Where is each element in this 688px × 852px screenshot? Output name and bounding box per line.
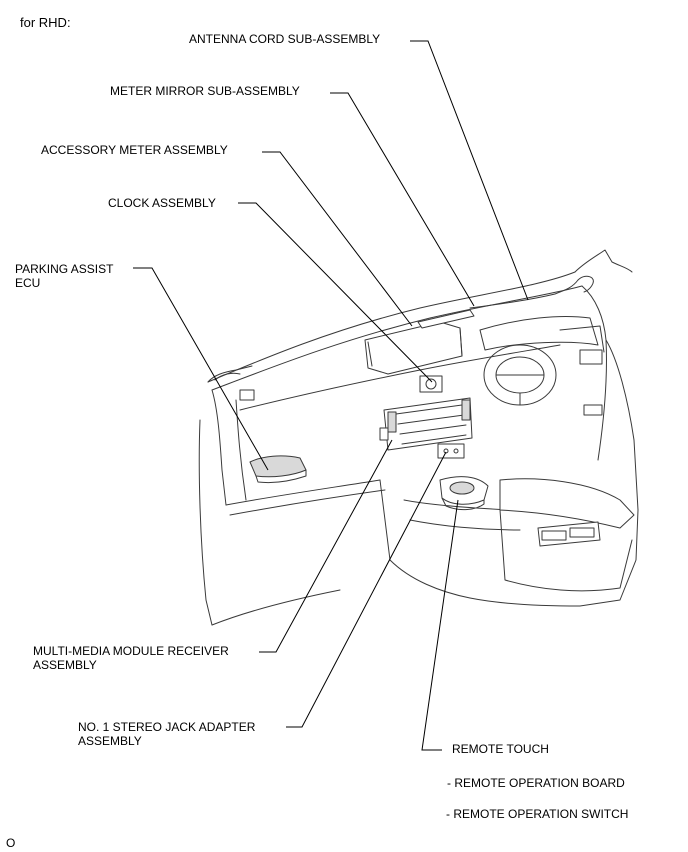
label-meter-mirror: METER MIRROR SUB-ASSEMBLY	[110, 84, 300, 98]
page-title: for RHD:	[20, 15, 71, 30]
label-stereo-jack-line2: ASSEMBLY	[78, 734, 142, 748]
footer-code: O	[6, 836, 16, 850]
label-stereo-jack-line1: NO. 1 STEREO JACK ADAPTER	[78, 720, 256, 734]
label-parking-assist: PARKING ASSIST ECU	[15, 262, 113, 290]
label-multimedia-line1: MULTI-MEDIA MODULE RECEIVER	[33, 644, 229, 658]
label-remote-touch: REMOTE TOUCH	[452, 742, 549, 756]
label-remote-switch: - REMOTE OPERATION SWITCH	[446, 807, 629, 821]
leader-clock	[238, 202, 433, 383]
label-parking-assist-line1: PARKING ASSIST	[15, 262, 114, 276]
leader-remote-touch	[421, 499, 459, 751]
leader-stereo-jack	[286, 451, 447, 728]
label-remote-board: - REMOTE OPERATION BOARD	[447, 776, 625, 790]
label-clock: CLOCK ASSEMBLY	[108, 196, 216, 210]
leader-multimedia	[259, 439, 393, 653]
label-parking-assist-line2: ECU	[15, 276, 41, 290]
label-accessory-meter: ACCESSORY METER ASSEMBLY	[41, 143, 228, 157]
leader-meter-mirror	[330, 92, 475, 307]
leader-parking-assist	[133, 267, 269, 471]
leader-accessory-meter	[262, 151, 413, 327]
label-stereo-jack: NO. 1 STEREO JACK ADAPTER ASSEMBLY	[78, 720, 255, 748]
label-multimedia: MULTI-MEDIA MODULE RECEIVER ASSEMBLY	[33, 644, 229, 672]
label-antenna-cord: ANTENNA CORD SUB-ASSEMBLY	[189, 32, 381, 46]
leader-antenna-cord	[410, 40, 529, 301]
label-multimedia-line2: ASSEMBLY	[33, 658, 97, 672]
leader-lines	[133, 40, 529, 751]
dashboard-drawing	[198, 249, 639, 626]
